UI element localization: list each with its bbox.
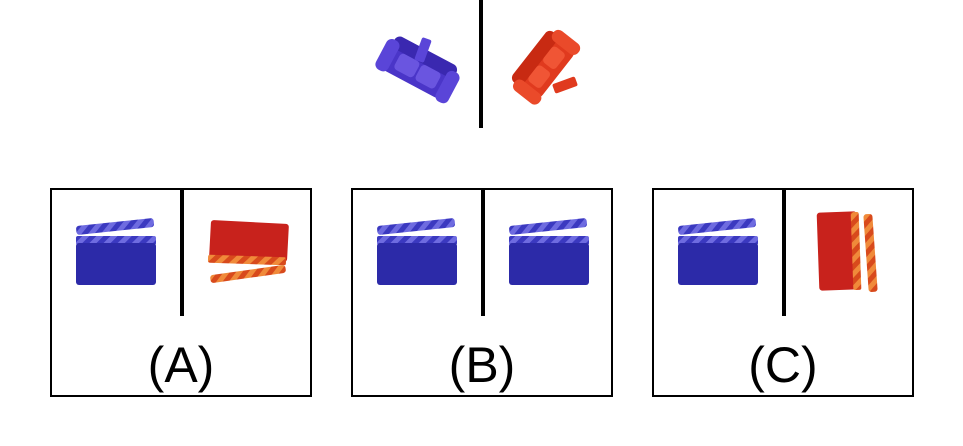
clapperboard-icon (377, 218, 457, 285)
sofa-icon (511, 29, 581, 105)
clapperboard-icon (509, 218, 589, 285)
option-a-label: (A) (147, 337, 215, 393)
option-c-label: (C) (748, 337, 818, 393)
option-a-box[interactable]: (A) (50, 188, 312, 397)
clapperboard-icon (678, 218, 758, 285)
clapperboard-icon (816, 211, 878, 292)
option-c-box[interactable]: (C) (652, 188, 914, 397)
option-b-label: (B) (448, 337, 516, 393)
option-divider (782, 190, 786, 316)
clapperboard-icon (76, 218, 156, 285)
prompt-divider (479, 0, 483, 128)
option-divider (180, 190, 184, 316)
option-b-box[interactable]: (B) (351, 188, 613, 397)
clapperboard-icon (207, 220, 289, 283)
sofa-icon (375, 36, 460, 104)
option-divider (481, 190, 485, 316)
